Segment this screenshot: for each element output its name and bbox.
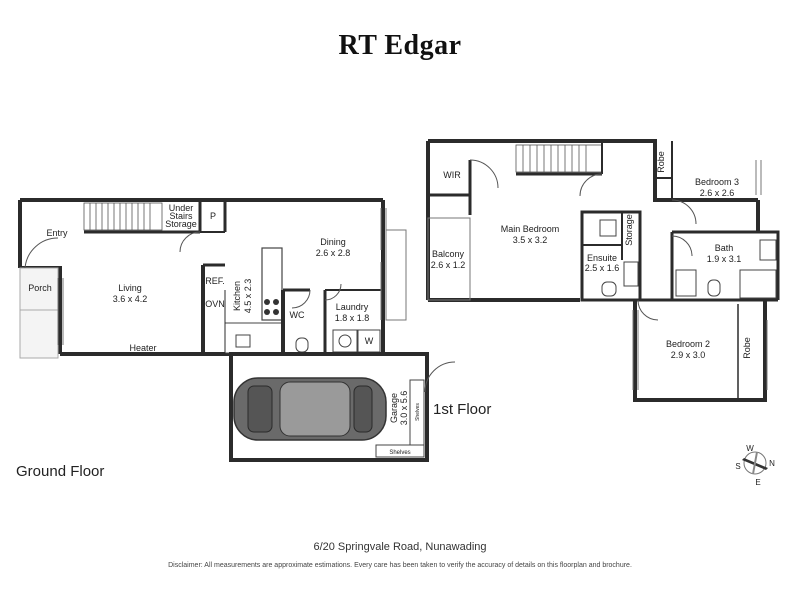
cooktop [264,299,279,315]
brand-logo: RT Edgar [338,30,462,61]
label-ovn: OVN [205,299,225,309]
ground-floor-label: Ground Floor [16,463,105,480]
label-robe-bed2: Robe [742,337,752,359]
first-floor-plan [426,139,780,402]
label-kitchen-dim: 4.5 x 2.3 [243,279,253,314]
porch [19,267,59,359]
label-main-bedroom: Main Bedroom [501,224,560,234]
label-under-stairs-3: Storage [165,219,197,229]
label-wir: WIR [443,170,461,180]
label-main-bedroom-dim: 3.5 x 3.2 [513,235,548,245]
label-entry: Entry [46,228,68,238]
bathtub [739,269,777,299]
car-icon [233,377,387,441]
label-ref: REF. [205,276,225,286]
ensuite [580,210,642,302]
ground-stairs [83,202,163,231]
label-pantry: P [210,211,216,221]
label-ensuite: Ensuite [587,253,617,263]
label-laundry: Laundry [336,302,369,312]
label-wc: WC [290,310,305,320]
label-storage: Storage [624,214,634,246]
label-washer: W [365,336,374,346]
label-bedroom3-dim: 2.6 x 2.6 [700,188,735,198]
label-shelves-side: Shelves [415,403,421,421]
compass-n: N [769,459,775,468]
kitchen-sink [235,334,251,348]
compass-e: E [755,478,760,487]
label-bath-dim: 1.9 x 3.1 [707,254,742,264]
label-bedroom3: Bedroom 3 [695,177,739,187]
label-under-stairs: Under [169,203,194,213]
compass-w: W [746,444,754,453]
toilet [295,337,309,353]
label-balcony-dim: 2.6 x 1.2 [431,260,466,270]
ground-floor-plan [18,198,456,462]
property-address: 6/20 Springvale Road, Nunawading [313,541,487,553]
first-floor-label: 1st Floor [433,401,492,418]
room-labels: Entry Under Stairs Storage P Porch Livin… [28,151,752,456]
label-garage: Garage [389,393,399,423]
garage [229,352,429,462]
label-bedroom2: Bedroom 2 [666,339,710,349]
label-porch: Porch [28,283,52,293]
label-laundry-dim: 1.8 x 1.8 [335,313,370,323]
label-dining: Dining [320,237,346,247]
label-bedroom2-dim: 2.9 x 3.0 [671,350,706,360]
first-stairs [515,144,603,173]
label-shelves-bottom: Shelves [389,450,410,456]
label-dining-dim: 2.6 x 2.8 [316,248,351,258]
balcony [427,217,471,301]
label-ensuite-dim: 2.5 x 1.6 [585,263,620,273]
label-living-dim: 3.6 x 4.2 [113,294,148,304]
entry-door [24,237,59,269]
label-living: Living [118,283,142,293]
label-balcony: Balcony [432,249,465,259]
label-under-stairs-2: Stairs [169,211,193,221]
label-kitchen: Kitchen [232,281,242,311]
label-heater: Heater [129,343,156,353]
label-bath: Bath [715,243,734,253]
disclaimer-text: Disclaimer: All measurements are approxi… [168,562,632,569]
label-robe-top: Robe [656,151,666,173]
label-garage-dim: 3.0 x 5.6 [399,391,409,426]
compass-s: S [735,462,740,471]
compass-icon: W S N E [735,444,775,487]
kitchen-bench [261,247,283,321]
